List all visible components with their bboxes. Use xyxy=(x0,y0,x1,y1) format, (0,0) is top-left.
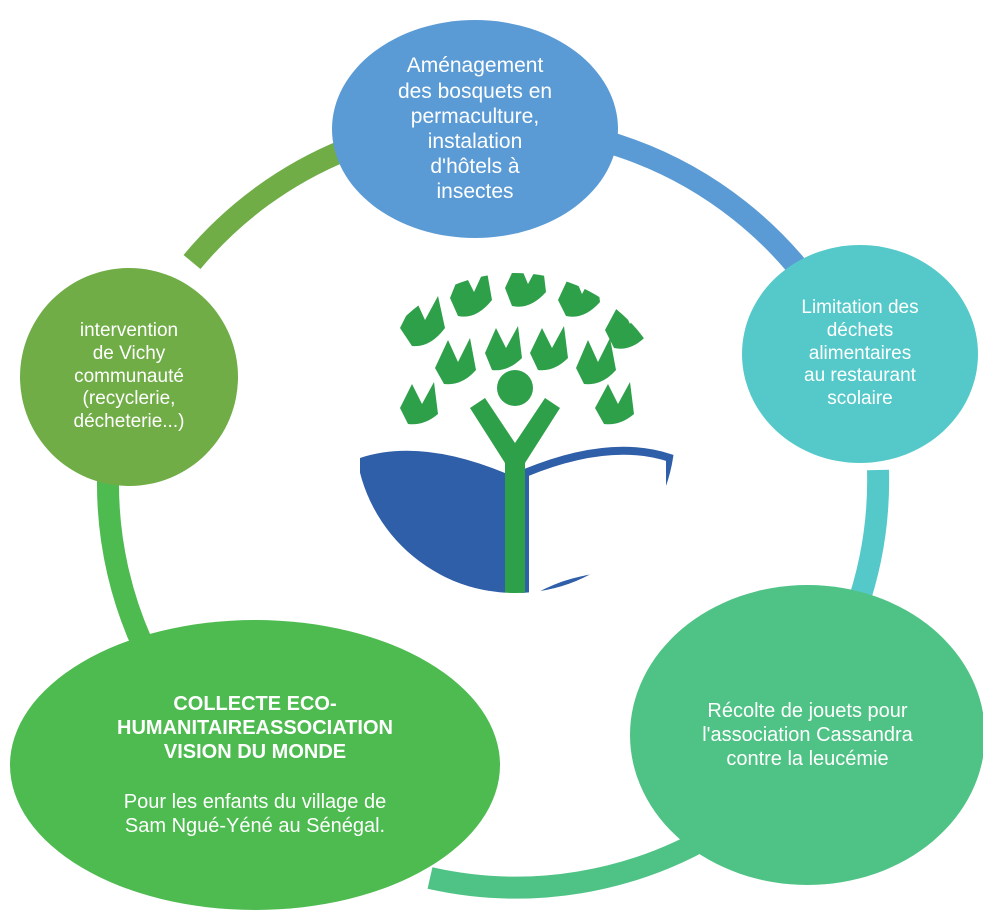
node-amenagement-bosquets: Aménagement des bosquets en permaculture… xyxy=(332,20,618,238)
node-text: Récolte de jouets pour l'association Cas… xyxy=(702,700,913,770)
node-text: Aménagement des bosquets en permaculture… xyxy=(397,54,553,204)
eco-school-logo xyxy=(355,273,675,593)
ring-segment-right-bottom xyxy=(845,469,890,614)
node-text: intervention de Vichy communauté (recycl… xyxy=(73,320,185,433)
node-title: COLLECTE ECO- HUMANITAIREASSOCIATION VIS… xyxy=(117,693,393,763)
node-text: Limitation des déchets alimentaires au r… xyxy=(801,297,919,410)
ring-segment-left-upper xyxy=(183,139,350,270)
ring-segment-left-lower xyxy=(96,479,160,665)
node-collecte-eco-humanitaire: COLLECTE ECO- HUMANITAIREASSOCIATION VIS… xyxy=(10,620,500,910)
ring-segment-bottom xyxy=(427,820,726,899)
node-intervention-vichy: intervention de Vichy communauté (recycl… xyxy=(20,268,238,486)
node-text: Pour les enfants du village de Sam Ngué-… xyxy=(123,791,387,837)
person-icon xyxy=(470,370,560,593)
node-recolte-jouets: Récolte de jouets pour l'association Cas… xyxy=(630,585,983,885)
node-limitation-dechets: Limitation des déchets alimentaires au r… xyxy=(742,245,978,463)
